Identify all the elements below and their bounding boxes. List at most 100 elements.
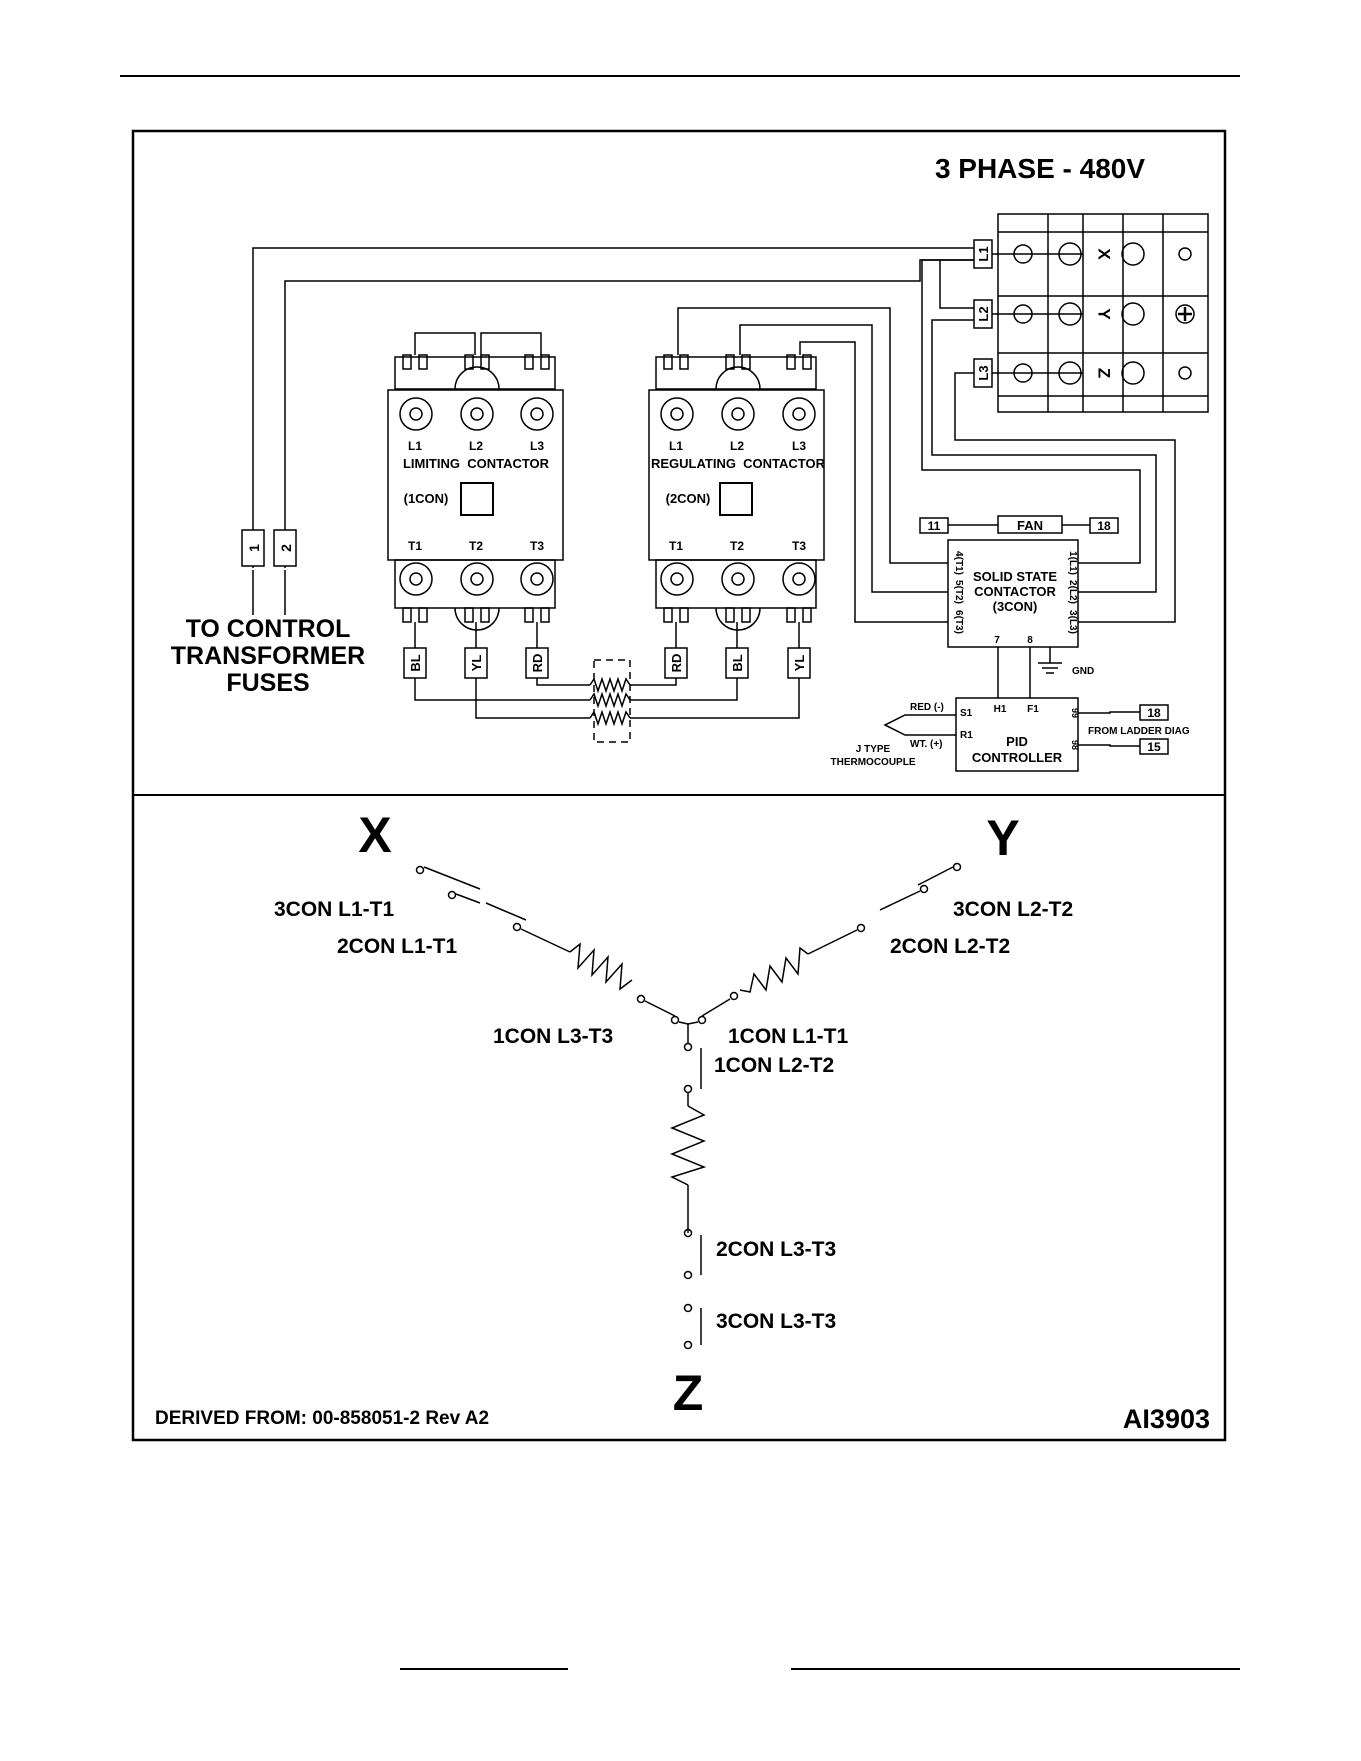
pid-input-r1: R1 bbox=[960, 730, 973, 741]
transformer-wire-tag-1-label: 1 bbox=[246, 544, 262, 552]
wye-label-y-inner: 2CON L2-T2 bbox=[890, 935, 1010, 958]
thermocouple-lead-white: WT. (+) bbox=[910, 739, 943, 750]
thermocouple-caption-2: THERMOCOUPLE bbox=[831, 757, 916, 768]
ssc-terminal-l3: 3(L3) bbox=[1067, 610, 1078, 634]
transformer-caption-2: TRANSFORMER bbox=[171, 642, 365, 670]
ssc-name-2: CONTACTOR bbox=[974, 584, 1056, 599]
regulating-wire-tag-yl-label: YL bbox=[792, 655, 807, 672]
regulating-contactor-tag: (2CON) bbox=[666, 491, 711, 506]
solid-state-contactor bbox=[947, 539, 1079, 648]
regulating-wire-tag-rd-label: RD bbox=[669, 654, 684, 673]
heater-wiring bbox=[414, 622, 800, 743]
thermocouple-caption-1: J TYPE bbox=[856, 744, 891, 755]
diagram-title: 3 PHASE - 480V bbox=[935, 153, 1145, 184]
wye-node-x: X bbox=[358, 807, 391, 863]
ground-symbol bbox=[1038, 647, 1062, 674]
regulating-line-terminal-l2: L2 bbox=[730, 439, 744, 453]
regulating-line-terminal-l1: L1 bbox=[669, 439, 683, 453]
pid-controller bbox=[955, 697, 1079, 772]
regulating-wire-tag-yl bbox=[787, 647, 811, 679]
ssc-terminal-7: 7 bbox=[994, 635, 1000, 646]
drawing-id: AI3903 bbox=[1123, 1404, 1210, 1434]
phase-label-z: Z bbox=[1095, 368, 1114, 378]
ssc-terminal-8: 8 bbox=[1027, 635, 1033, 646]
fan-terminal-18: 18 bbox=[1097, 519, 1111, 533]
diagram-frame bbox=[131, 129, 1227, 1442]
pid-name-1: PID bbox=[1006, 734, 1028, 749]
wye-label-center-right: 1CON L1-T1 bbox=[728, 1025, 849, 1048]
regulating-wire-tag-bl-label: BL bbox=[730, 654, 745, 671]
ladder-terminal-15 bbox=[1139, 738, 1169, 755]
regulating-wire-tag-rd bbox=[664, 647, 688, 679]
wye-branch-x bbox=[415, 865, 676, 1017]
regulating-contactor-name: REGULATING CONTACTOR bbox=[651, 456, 826, 471]
ssc-terminal-l2: 2(L2) bbox=[1067, 580, 1078, 604]
limiting-load-terminal-t1: T1 bbox=[408, 539, 422, 553]
pid-terminal-99: 99 bbox=[1070, 708, 1080, 718]
ssc-name-1: SOLID STATE bbox=[973, 569, 1057, 584]
ladder-terminal-18-label: 18 bbox=[1147, 706, 1161, 720]
wye-center bbox=[670, 1015, 707, 1052]
ladder-label: FROM LADDER DIAG bbox=[1088, 726, 1190, 737]
limiting-load-terminal-t3: T3 bbox=[530, 539, 544, 553]
ssc-terminal-t3: 6(T3) bbox=[953, 610, 964, 634]
pid-terminal-98: 98 bbox=[1070, 740, 1080, 750]
terminal-tag-l2-label: L2 bbox=[976, 306, 991, 321]
limiting-wire-tag-rd bbox=[525, 647, 549, 679]
transformer-wire-tag-2-label: 2 bbox=[278, 544, 294, 552]
regulating-contactor bbox=[648, 354, 825, 631]
wye-label-center-left: 1CON L3-T3 bbox=[493, 1025, 613, 1048]
limiting-load-terminal-t2: T2 bbox=[469, 539, 483, 553]
wye-node-y: Y bbox=[986, 810, 1019, 866]
ssc-name-3: (3CON) bbox=[993, 599, 1038, 614]
wye-branch-z bbox=[670, 1048, 707, 1350]
wye-label-y-outer: 3CON L2-T2 bbox=[953, 898, 1073, 921]
fan-circuit bbox=[919, 515, 1119, 534]
terminal-tag-l1-label: L1 bbox=[976, 246, 991, 261]
terminal-tag-l3-label: L3 bbox=[976, 365, 991, 380]
pid-wiring bbox=[883, 647, 1140, 747]
transformer-caption-3: FUSES bbox=[226, 669, 309, 697]
pid-output-h1: H1 bbox=[994, 704, 1007, 715]
limiting-wire-tag-yl-label: YL bbox=[469, 655, 484, 672]
wye-label-z-inner: 2CON L3-T3 bbox=[716, 1238, 836, 1261]
fan-label: FAN bbox=[1017, 518, 1043, 533]
regulating-load-terminal-t3: T3 bbox=[792, 539, 806, 553]
fan-terminal-11: 11 bbox=[928, 519, 941, 533]
limiting-contactor-name: LIMITING CONTACTOR bbox=[403, 456, 550, 471]
regulating-load-terminal-t2: T2 bbox=[730, 539, 744, 553]
ssc-terminal-t2: 5(T2) bbox=[953, 580, 964, 604]
ssc-terminal-t1: 4(T1) bbox=[953, 551, 964, 575]
regulating-line-terminal-l3: L3 bbox=[792, 439, 806, 453]
ssc-terminal-l1: 1(L1) bbox=[1067, 551, 1078, 575]
derived-from: DERIVED FROM: 00-858051-2 Rev A2 bbox=[155, 1408, 489, 1429]
limiting-wire-tag-bl-label: BL bbox=[408, 654, 423, 671]
wye-branch-y bbox=[701, 862, 962, 1017]
supply-wires bbox=[252, 247, 1176, 623]
regulating-load-terminal-t1: T1 bbox=[669, 539, 683, 553]
transformer-wire-tag-2 bbox=[273, 529, 297, 567]
ladder-terminal-18 bbox=[1139, 704, 1169, 721]
limiting-contactor-tag: (1CON) bbox=[404, 491, 449, 506]
transformer-wire-tag-1 bbox=[241, 529, 265, 567]
wye-label-x-outer: 3CON L1-T1 bbox=[274, 898, 395, 921]
ladder-terminal-15-label: 15 bbox=[1147, 740, 1161, 754]
pid-input-s1: S1 bbox=[960, 708, 973, 719]
pid-output-f1: F1 bbox=[1027, 704, 1039, 715]
terminal-tag-l2 bbox=[973, 299, 993, 329]
transformer-caption-1: TO CONTROL bbox=[186, 615, 351, 643]
thermocouple-lead-red: RED (-) bbox=[910, 702, 944, 713]
limiting-line-terminal-l2: L2 bbox=[469, 439, 483, 453]
limiting-wire-tag-bl bbox=[403, 647, 427, 679]
wye-label-z-outer: 3CON L3-T3 bbox=[716, 1310, 836, 1333]
phase-label-y: Y bbox=[1095, 308, 1114, 320]
pid-name-2: CONTROLLER bbox=[972, 750, 1063, 765]
limiting-line-terminal-l3: L3 bbox=[530, 439, 544, 453]
limiting-wire-tag-rd-label: RD bbox=[530, 654, 545, 673]
wye-node-z: Z bbox=[673, 1365, 704, 1421]
ground-label: GND bbox=[1072, 666, 1094, 677]
limiting-contactor bbox=[387, 332, 564, 631]
wye-label-x-inner: 2CON L1-T1 bbox=[337, 935, 458, 958]
limiting-wire-tag-yl bbox=[464, 647, 488, 679]
